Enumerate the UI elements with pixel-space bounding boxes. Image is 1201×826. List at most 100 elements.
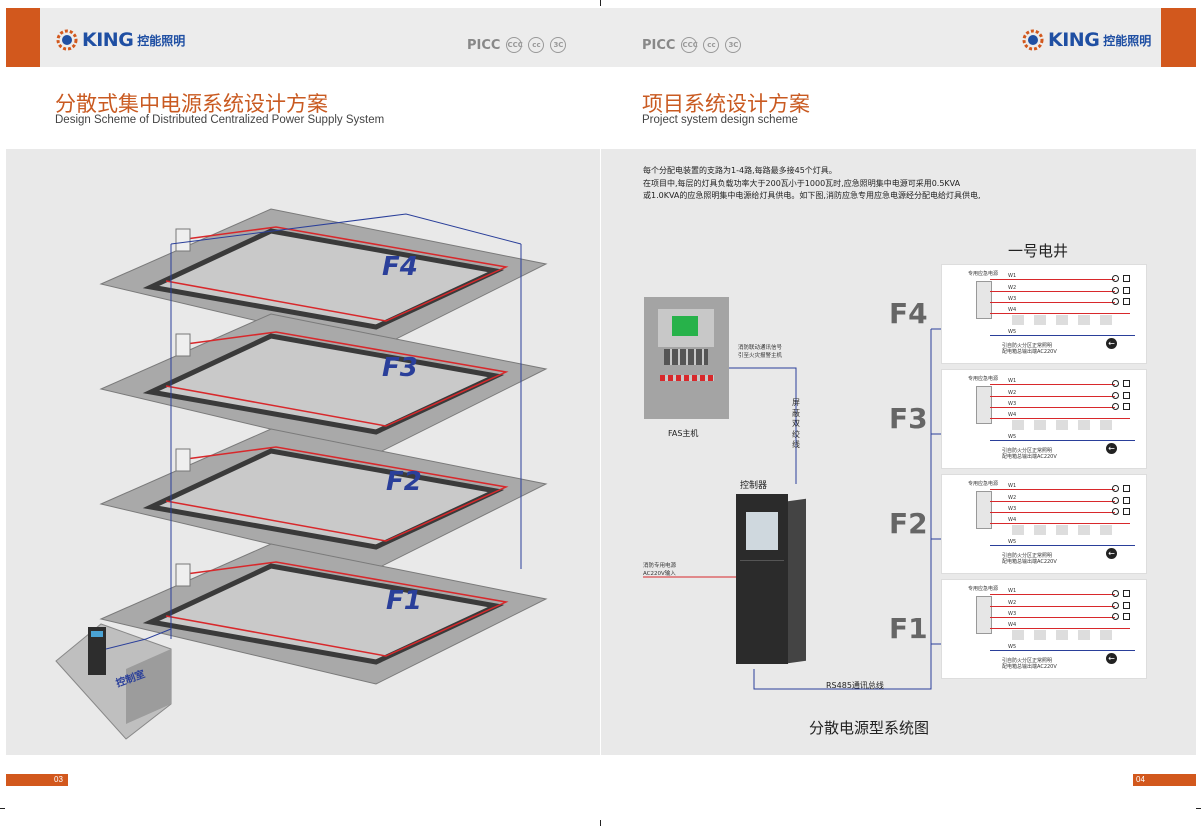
panel-note-line: 引自防火分区正常照明: [1002, 343, 1053, 349]
panel-note-line: 引自防火分区正常照明: [1002, 553, 1053, 559]
exit-sign-fixtures: [1012, 420, 1122, 430]
circuit-label: W1: [1008, 483, 1017, 489]
circuit-line: [990, 384, 1115, 385]
crop-mark: [1196, 808, 1201, 809]
floor-label: F3: [889, 402, 928, 435]
circuit-label: W2: [1008, 600, 1017, 606]
circuit-label: W5: [1008, 434, 1017, 440]
floor-label: F1: [889, 612, 928, 645]
crop-mark: [0, 808, 5, 809]
cert-icon: 3C: [725, 37, 742, 53]
header-accent-left: [6, 8, 40, 67]
circuit-line: [990, 523, 1130, 524]
circuit-line: [990, 418, 1130, 419]
panel-note: 引自防火分区正常照明配电箱总输出端AC220V: [1002, 553, 1057, 565]
cert-icon: cc: [528, 37, 545, 53]
circuit-label: W5: [1008, 644, 1017, 650]
page-number: 04: [1136, 775, 1145, 784]
panel-title: 专用应急电源: [968, 481, 999, 487]
lamp-icon: [1112, 392, 1132, 400]
circuit-line: [990, 440, 1135, 441]
crop-mark: [600, 820, 601, 826]
distribution-box: [175, 333, 191, 357]
shaft-title: 一号电井: [1008, 242, 1069, 260]
cable-char: 绞: [792, 429, 800, 439]
floor-label: F4: [889, 297, 928, 330]
cert-badges-left: PICC CCC cc 3C: [467, 37, 567, 53]
page-number-right: 04: [1133, 774, 1196, 786]
desc-line: 每个分配电装置的支路为1-4路,每路最多接45个灯具。: [643, 166, 837, 175]
floor-label: F2: [889, 507, 928, 540]
circuit-label: W2: [1008, 495, 1017, 501]
circuit-label: W3: [1008, 401, 1017, 407]
circuit-label: W2: [1008, 390, 1017, 396]
header-band: [40, 8, 1161, 67]
lamp-icon: [1112, 590, 1132, 598]
page-number-left: 03: [6, 774, 68, 786]
circuit-line: [990, 501, 1115, 502]
panel-note-line: 配电箱总输出端AC220V: [1002, 349, 1057, 355]
circuit-line: [990, 628, 1130, 629]
exit-sign-fixtures: [1012, 630, 1122, 640]
lamp-icon: [1112, 380, 1132, 388]
circuit-label: W5: [1008, 539, 1017, 545]
brand-cn: 控能照明: [137, 33, 186, 48]
circuit-label: W1: [1008, 378, 1017, 384]
diagram-caption: 分散电源型系统图: [809, 719, 930, 737]
cert-badges-right: PICC CCC cc 3C: [642, 37, 742, 53]
circuit-line: [990, 650, 1135, 651]
brand-cn: 控能照明: [1103, 33, 1152, 48]
distribution-box: [175, 563, 191, 587]
page-number: 03: [54, 775, 63, 784]
cert-icon: cc: [703, 37, 720, 53]
evacuation-arrow-icon: ←: [1106, 548, 1117, 559]
lamp-icon: [1112, 403, 1132, 411]
cert-icon: CCC: [681, 37, 698, 53]
panel-title: 专用应急电源: [968, 376, 999, 382]
system-wiring: [643, 328, 941, 690]
panel-note-line: 配电箱总输出端AC220V: [1002, 664, 1057, 670]
circuit-label: W3: [1008, 506, 1017, 512]
panel-note-line: 配电箱总输出端AC220V: [1002, 559, 1057, 565]
brand-logo-right: KING 控能照明: [1022, 29, 1151, 51]
fas-note-line: 消防联动通讯信号: [738, 345, 783, 351]
fas-label: FAS主机: [668, 429, 699, 438]
lamp-icon: [1112, 287, 1132, 295]
distribution-box: [175, 228, 191, 252]
cert-icon: CCC: [506, 37, 523, 53]
brand-logo-left: KING 控能照明: [56, 29, 185, 51]
circuit-line: [990, 545, 1135, 546]
circuit-line: [990, 302, 1115, 303]
lamp-icon: [1112, 275, 1132, 283]
circuit-label: W3: [1008, 296, 1017, 302]
cable-char: 蔽: [792, 408, 800, 418]
right-title-cn: 项目系统设计方案: [642, 92, 810, 116]
circuit-label: W4: [1008, 307, 1017, 313]
brand-word: KING: [1048, 29, 1100, 51]
left-title-en: Design Scheme of Distributed Centralized…: [55, 114, 385, 126]
circuit-line: [990, 396, 1115, 397]
picc-badge: PICC: [642, 37, 676, 53]
desc-line: 或1.0KVA的应急照明集中电源给灯具供电。如下图,消防应急专用应急电源经分配电…: [643, 191, 981, 200]
lamp-icon: [1112, 485, 1132, 493]
gear-logo-icon: [1022, 29, 1044, 51]
gear-logo-icon: [56, 29, 78, 51]
desc-line: 在项目中,每层的灯具负载功率大于200瓦小于1000瓦时,应急照明集中电源可采用…: [643, 178, 961, 188]
emergency-power-box: [976, 281, 992, 319]
circuit-label: W4: [1008, 412, 1017, 418]
bus-label: RS485通讯总线: [826, 681, 884, 690]
lamp-icon: [1112, 508, 1132, 516]
cable-char: 双: [792, 419, 800, 428]
circuit-label: W5: [1008, 329, 1017, 335]
floor-label-f4: F4: [382, 252, 418, 282]
controller-cabinet: [736, 494, 806, 664]
fas-note: 消防联动通讯信号 引至火灾报警主机: [738, 344, 782, 360]
cable-label: 屏 蔽 双 绞 线: [792, 398, 800, 451]
circuit-line: [990, 489, 1115, 490]
panel-note-line: 配电箱总输出端AC220V: [1002, 454, 1057, 460]
system-description: 每个分配电装置的支路为1-4路,每路最多接45个灯具。 在项目中,每层的灯具负载…: [643, 165, 980, 203]
circuit-label: W4: [1008, 517, 1017, 523]
